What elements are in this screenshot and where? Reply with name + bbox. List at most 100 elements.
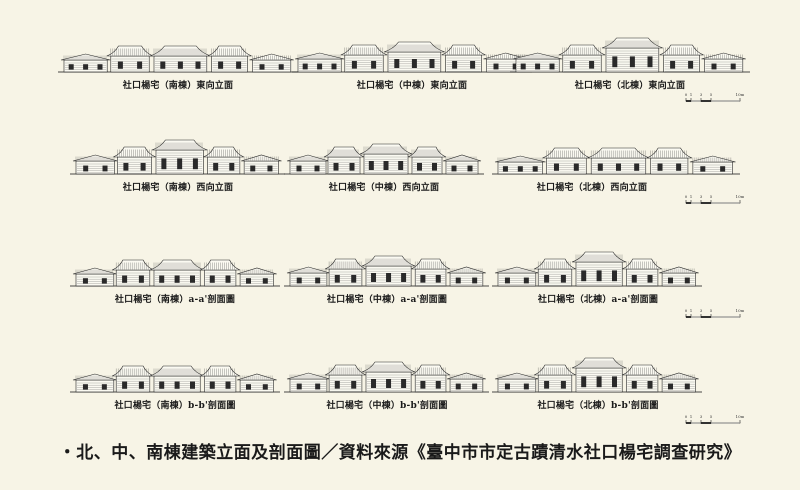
building-block [558, 44, 606, 73]
building-block [383, 41, 445, 73]
building-drawing [292, 41, 532, 73]
elevation-north-east [510, 28, 750, 74]
building-drawing [284, 361, 489, 393]
scale-tick-label: 0 [685, 414, 688, 419]
building-block [237, 267, 277, 287]
caption-middle-east: 社口楊宅（中棟）東向立面 [356, 81, 468, 91]
caption-south-east: 社口楊宅（南棟）東向立面 [122, 81, 234, 91]
building-block [149, 259, 205, 287]
building-block [411, 258, 451, 287]
building-block [411, 364, 451, 393]
building-block [112, 259, 154, 287]
caption-section-a-middle: 社口楊宅（中棟）a-a'剖面圖 [326, 295, 448, 305]
building-block [407, 146, 447, 175]
building-block [323, 146, 365, 175]
building-block [207, 45, 252, 73]
building-block [72, 373, 117, 393]
scale-tick-label: 0 [685, 194, 688, 199]
building-block [340, 44, 388, 73]
building-block [200, 365, 241, 393]
section-b-middle [284, 346, 524, 394]
building-block [106, 45, 154, 73]
scale-tick-label: 3 [700, 194, 703, 199]
building-block [534, 364, 576, 393]
building-block [512, 52, 563, 73]
section-b-north [492, 346, 732, 394]
building-block [200, 259, 241, 287]
building-drawing [70, 365, 280, 393]
building-block [622, 364, 663, 393]
scale-tick-label: 1 [690, 194, 693, 199]
building-block [72, 154, 118, 175]
caption-middle-west: 社口楊宅（中棟）西向立面 [328, 183, 440, 193]
elevation-middle-east [292, 28, 532, 74]
building-block [446, 372, 486, 393]
building-block [494, 372, 539, 393]
building-block [446, 266, 486, 287]
building-block [441, 44, 486, 73]
building-block [659, 44, 704, 73]
building-block [361, 255, 416, 287]
elevation-south-east [58, 28, 298, 74]
scale-tick-label: 10m [736, 308, 744, 313]
caption-south-west: 社口楊宅（南棟）西向立面 [122, 183, 234, 193]
building-drawing [510, 37, 750, 73]
elevation-south-west [70, 130, 310, 176]
building-block [72, 267, 117, 287]
scale-tick-label: 3 [700, 414, 703, 419]
section-b-south [70, 346, 310, 394]
building-drawing [492, 357, 702, 393]
scale-tick-label: 5 [710, 308, 713, 313]
section-a-north [492, 240, 732, 288]
caption-section-a-north: 社口楊宅（北棟）a-a'剖面圖 [537, 295, 659, 305]
building-block [534, 258, 576, 287]
building-block [286, 266, 330, 287]
scale-tick-label: 3 [700, 92, 703, 97]
building-block [286, 372, 330, 393]
building-block [203, 146, 244, 175]
building-block [113, 146, 156, 175]
building-block [151, 139, 208, 175]
building-drawing [70, 259, 280, 287]
building-block [701, 52, 746, 73]
building-block [149, 365, 205, 393]
caption-north-west: 社口楊宅（北棟）西向立面 [536, 183, 648, 193]
building-drawing [284, 143, 484, 175]
building-block [659, 372, 699, 393]
scale-tick-label: 3 [700, 308, 703, 313]
building-block [587, 147, 650, 175]
building-block [689, 155, 736, 175]
building-block [149, 45, 211, 73]
caption-section-a-south: 社口楊宅（南棟）a-a'剖面圖 [114, 295, 236, 305]
caption-section-b-middle: 社口楊宅（中棟）b-b'剖面圖 [326, 401, 448, 411]
building-block [237, 373, 277, 393]
scale-tick-label: 0 [685, 92, 688, 97]
figure-caption: ‧北、中、南棟建築立面及剖面圖／資料來源《臺中市市定古蹟清水社口楊宅調查研究》 [58, 443, 742, 463]
scale-tick-label: 1 [690, 92, 693, 97]
building-drawing [492, 251, 702, 287]
building-block [494, 266, 539, 287]
building-block [294, 52, 345, 73]
scale-tick-label: 10m [736, 194, 744, 199]
scale-tick-label: 5 [710, 92, 713, 97]
building-drawing [70, 139, 285, 175]
building-block [286, 154, 330, 175]
scale-tick-label: 0 [685, 308, 688, 313]
building-block [542, 147, 591, 175]
building-block [646, 147, 693, 175]
building-drawing [492, 147, 740, 175]
building-block [324, 258, 367, 287]
scale-tick-label: 5 [710, 414, 713, 419]
building-drawing [284, 255, 489, 287]
building-block [324, 364, 367, 393]
building-block [571, 251, 627, 287]
building-block [361, 361, 416, 393]
